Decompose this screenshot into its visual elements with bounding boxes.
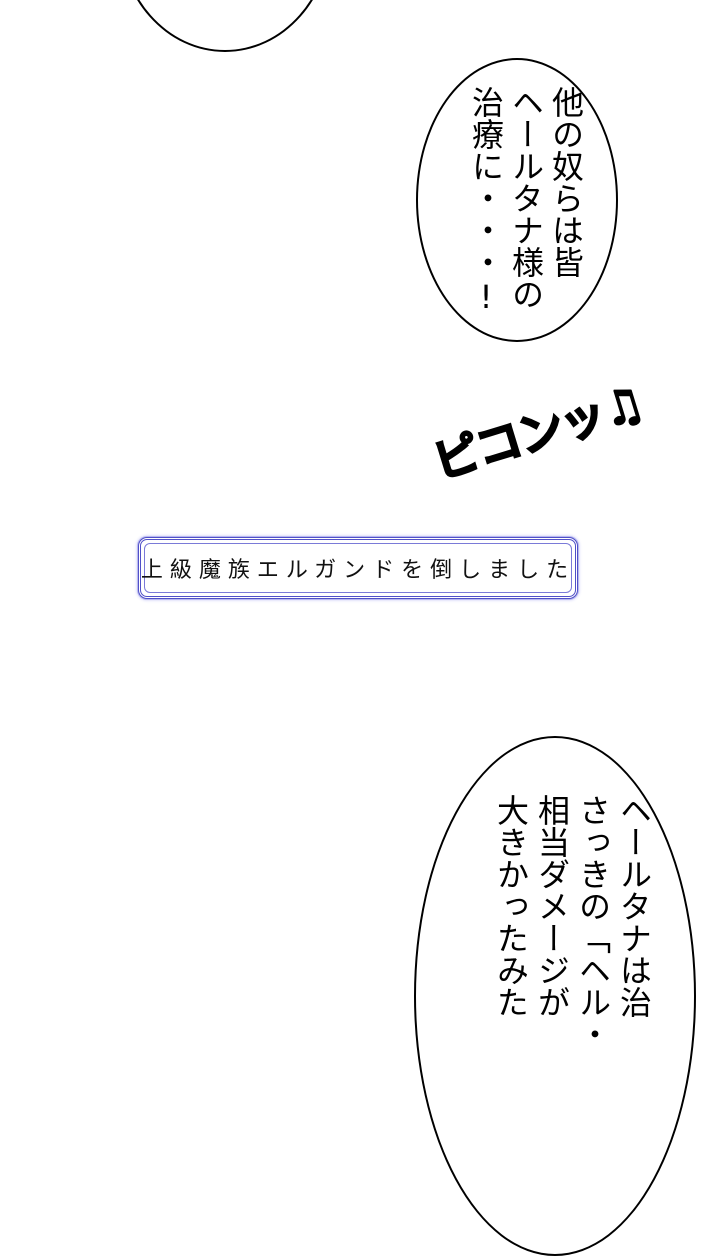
sound-effect-text: ピコンッ♫ — [426, 374, 650, 491]
speech-bubble-middle: 他の奴らは皆 ヘールタナ様の 治療に・・・! — [416, 58, 618, 342]
speech-line: 他の奴らは皆 — [547, 86, 585, 278]
system-notification-box: 上級魔族エルガンドを倒しました — [138, 537, 578, 599]
speech-line: さっきの「ヘル・ — [574, 794, 612, 1050]
speech-line: 治療に・・・! — [467, 86, 505, 316]
speech-line: 大きかったみた — [492, 794, 530, 1018]
speech-bubble-bottom: ヘールタナは治 さっきの「ヘル・ 相当ダメージが 大きかったみた — [414, 736, 696, 1256]
notification-inner-border — [144, 543, 572, 593]
sound-effect: ピコンッ♫ — [426, 374, 660, 510]
notification-text: 上級魔族エルガンドを倒しました — [140, 558, 576, 583]
speech-text-middle: 他の奴らは皆 ヘールタナ様の 治療に・・・! — [466, 86, 586, 316]
speech-line: ヘールタナは治 — [615, 794, 653, 1018]
speech-line: ヘールタナ様の — [507, 86, 545, 310]
speech-text-bottom: ヘールタナは治 さっきの「ヘル・ 相当ダメージが 大きかったみた — [490, 794, 654, 1050]
speech-line: 相当ダメージが — [533, 794, 571, 1018]
speech-bubble-top — [118, 0, 332, 52]
